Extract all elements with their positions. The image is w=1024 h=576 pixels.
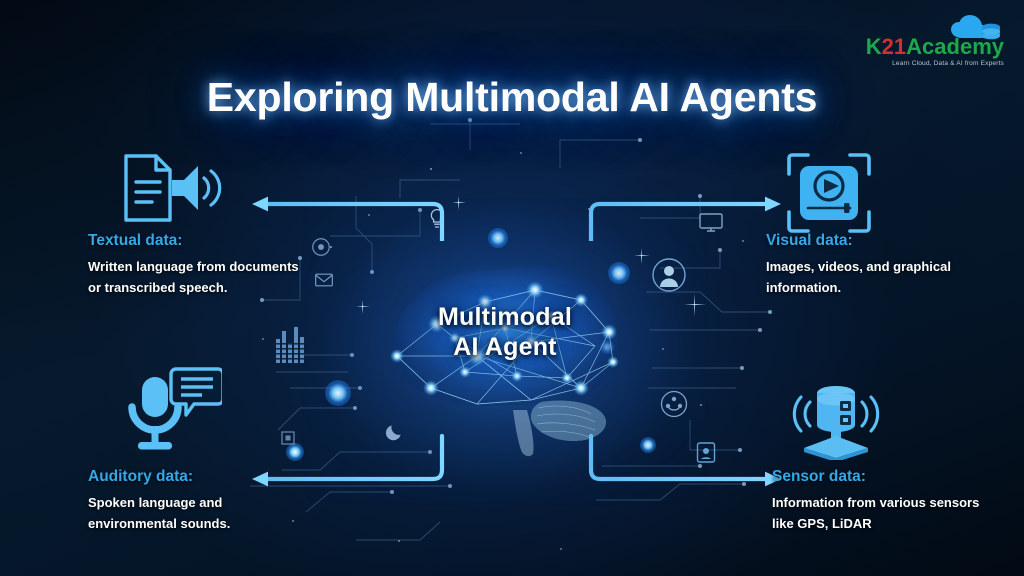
info-body-textual: Written language from documents or trans… (88, 259, 299, 296)
logo-wordmark: K21Academy (860, 36, 1004, 58)
info-heading-auditory: Auditory data: (88, 468, 194, 485)
document-speaker-icon (124, 154, 222, 222)
center-label-line2: AI Agent (453, 332, 557, 361)
info-block-visual: Visual data: Images, videos, and graphic… (766, 232, 981, 298)
logo-text-21: 21 (881, 34, 907, 59)
cloud-database-icon (951, 15, 1000, 40)
page-title: Exploring Multimodal AI Agents (206, 74, 818, 120)
center-label-line1: Multimodal (438, 303, 572, 331)
info-body-auditory: Spoken language and environmental sounds… (88, 495, 231, 532)
logo-tagline: Learn Cloud, Data & AI from Experts (892, 60, 1004, 67)
center-label: Multimodal AI Agent (345, 303, 665, 362)
info-body-sensor: Information from various sensors like GP… (772, 495, 980, 532)
info-block-sensor: Sensor data: Information from various se… (772, 468, 987, 534)
video-player-scan-icon (787, 153, 871, 233)
square-node-icon (281, 431, 295, 445)
info-heading-visual: Visual data: (766, 232, 853, 249)
brand-logo[interactable]: K21Academy Learn Cloud, Data & AI from E… (860, 14, 1010, 76)
equalizer-icon (276, 327, 304, 363)
info-body-visual: Images, videos, and graphical informatio… (766, 259, 951, 296)
microphone-speech-bubble-icon (128, 367, 222, 450)
info-block-auditory: Auditory data: Spoken language and envir… (88, 468, 303, 534)
info-block-textual: Textual data: Written language from docu… (88, 232, 303, 298)
info-heading-sensor: Sensor data: (772, 468, 866, 485)
network-group-icon (660, 390, 688, 418)
logo-text-academy: Academy (906, 34, 1004, 59)
logo-text-k: K (865, 34, 882, 59)
user-avatar-icon (652, 258, 686, 292)
info-heading-textual: Textual data: (88, 232, 183, 249)
lidar-sensor-icon (792, 386, 880, 460)
envelope-icon (315, 273, 333, 287)
